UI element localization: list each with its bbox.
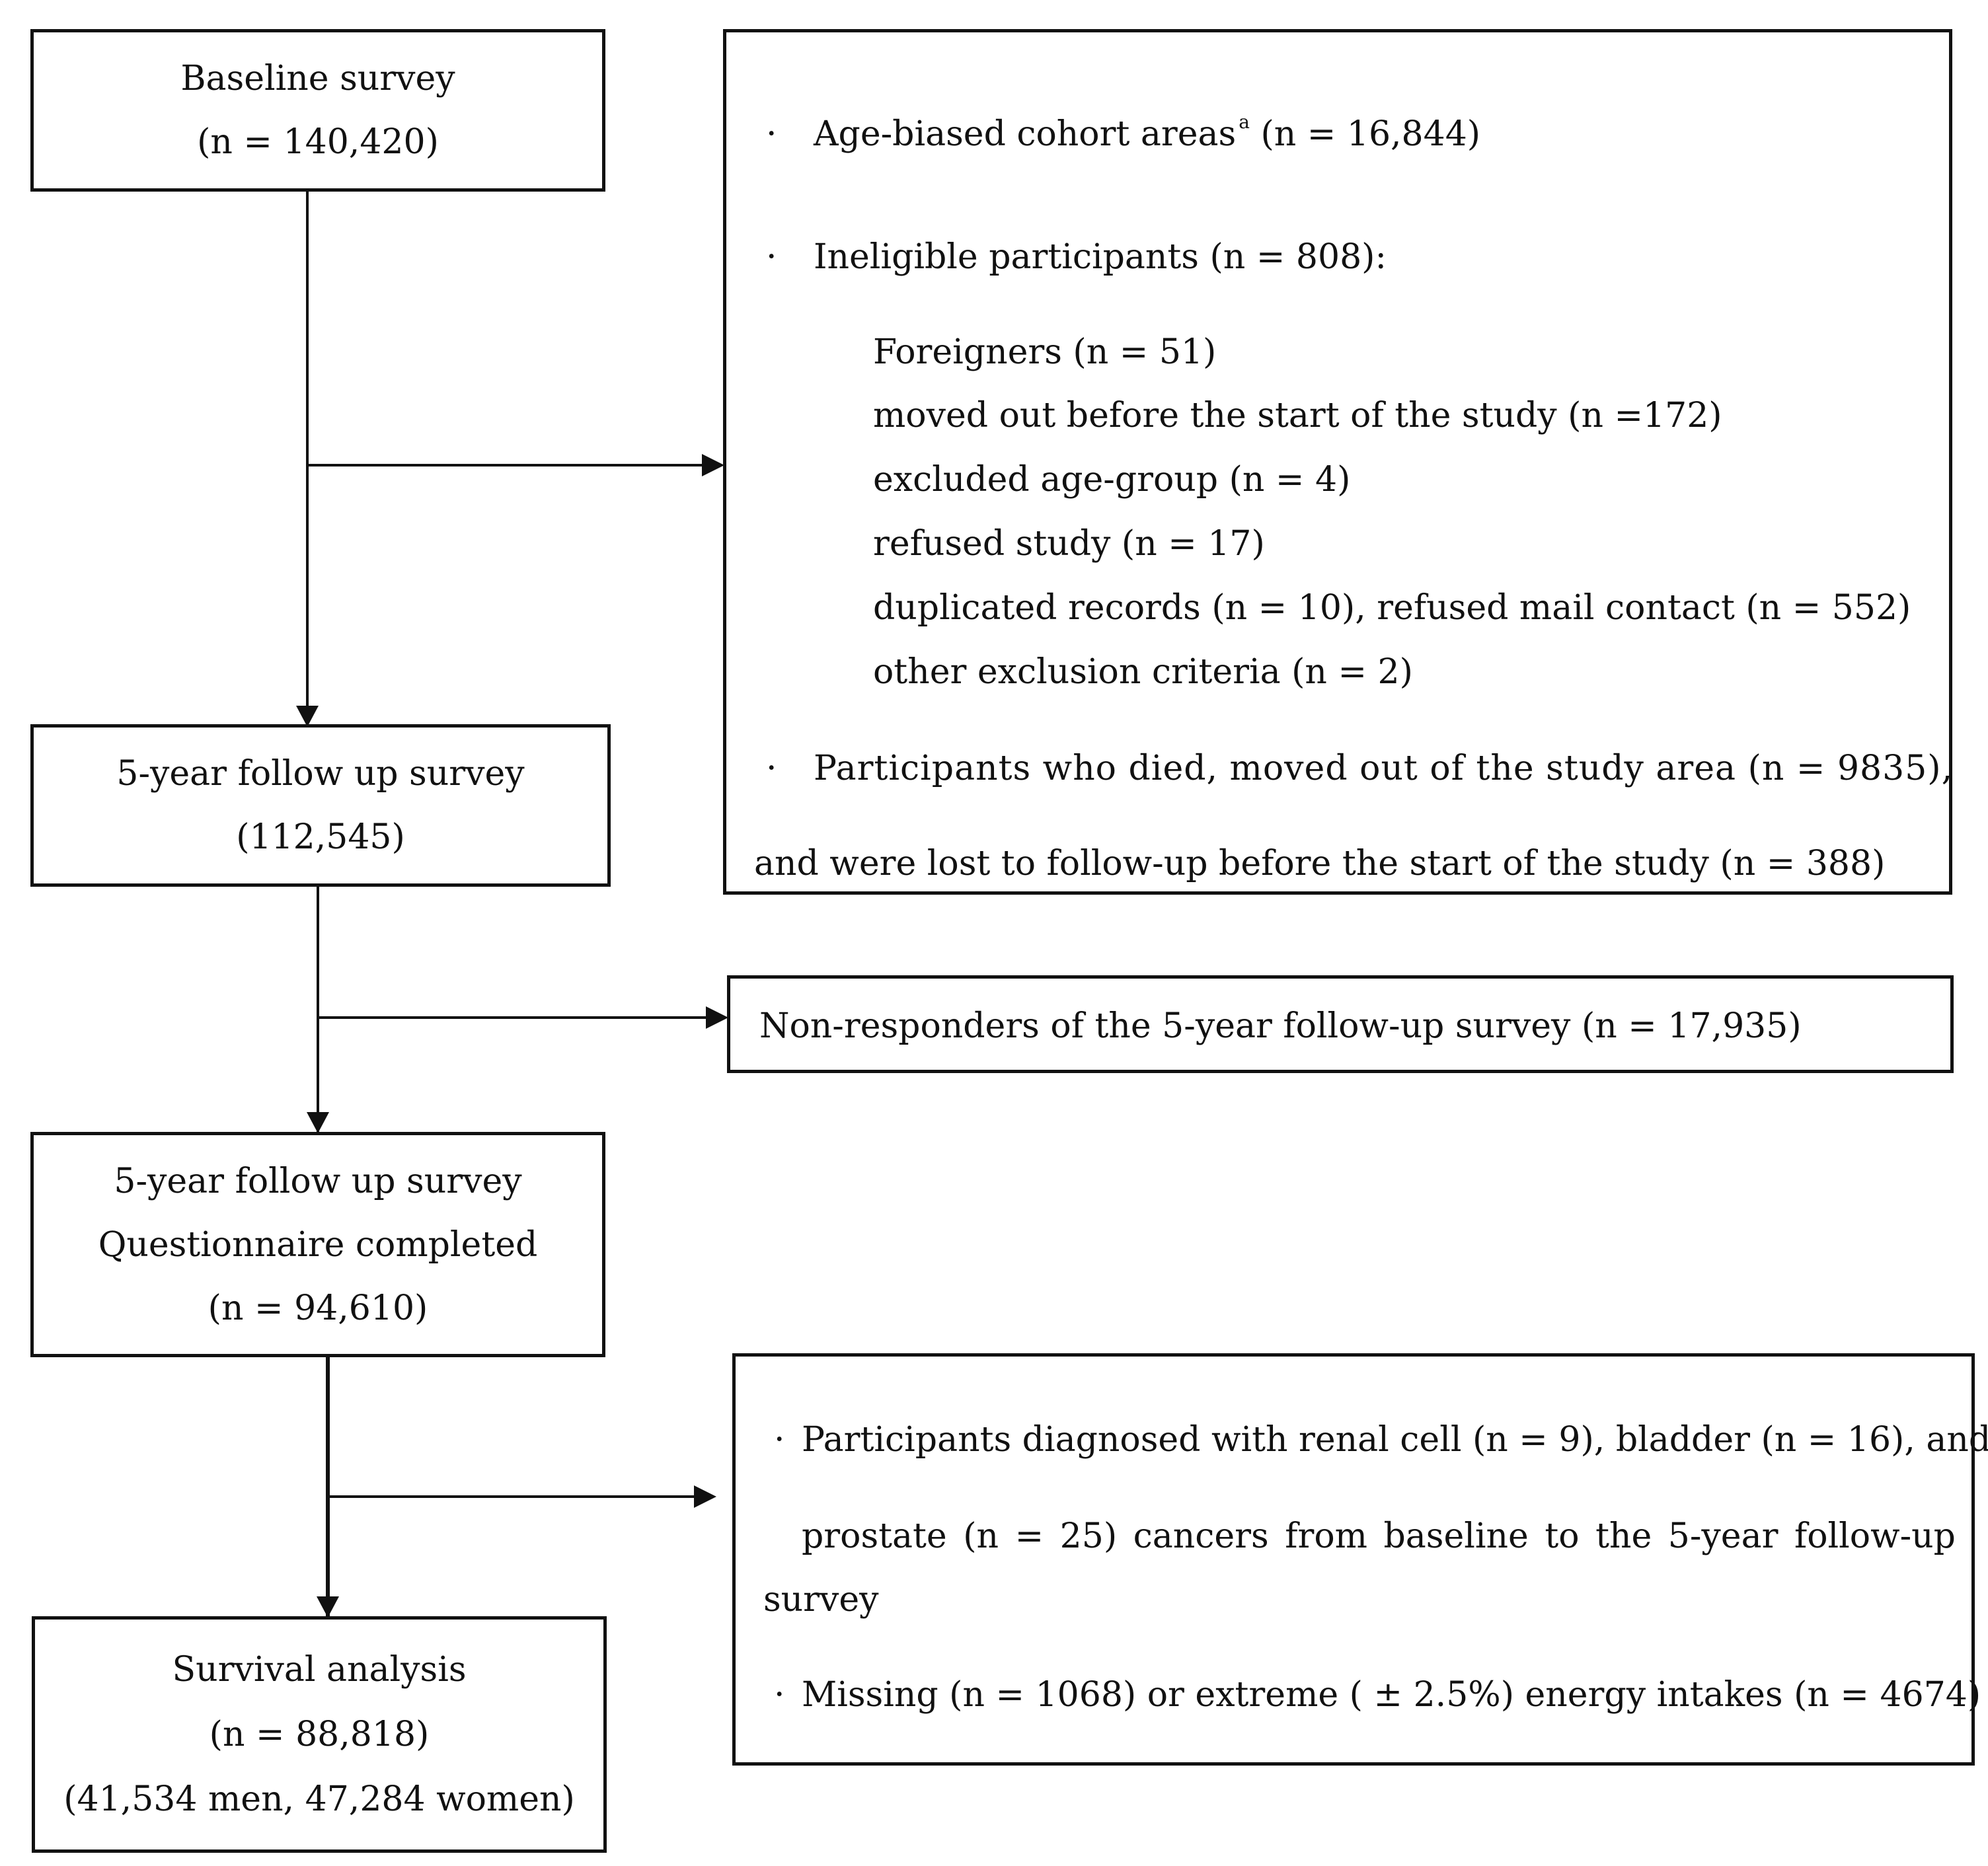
arrow-down-followup	[296, 706, 319, 727]
word: 25)	[1059, 1516, 1118, 1556]
followup-count: (112,545)	[236, 817, 405, 857]
word: baseline	[1383, 1516, 1529, 1556]
baseline-count: (n = 140,420)	[197, 122, 439, 162]
bullet-ineligible: ·	[766, 237, 777, 277]
died-line-2: and were lost to follow-up before the st…	[754, 844, 1886, 883]
sub-item-moved-out: moved out before the start of the study …	[873, 396, 1722, 435]
missing-energy-line: Missing (n = 1068) or extreme ( ± 2.5%) …	[802, 1675, 1981, 1715]
survival-breakdown: (41,534 men, 47,284 women)	[63, 1779, 575, 1819]
diagnosed-line-3: survey	[763, 1580, 879, 1620]
arrow-right-nonresponders	[706, 1006, 728, 1029]
exclusion-box-final: · Participants diagnosed with renal cell…	[732, 1353, 1988, 1766]
diagnosed-line-2: prostate (n = 25) cancers from baseline …	[802, 1519, 1956, 1553]
baseline-title: Baseline survey	[180, 59, 455, 98]
word: prostate	[802, 1516, 947, 1556]
nonresponders-text: Non-responders of the 5-year follow-up s…	[759, 1006, 1802, 1046]
arrow-down-survival	[317, 1596, 339, 1618]
sub-item-refused-study: refused study (n = 17)	[873, 524, 1265, 564]
bullet-age-biased: ·	[766, 114, 777, 154]
sub-item-excluded-age: excluded age-group (n = 4)	[873, 460, 1351, 500]
completed-subtitle: Questionnaire completed	[98, 1224, 538, 1265]
survival-count: (n = 88,818)	[209, 1715, 430, 1754]
nonresponders-box: Non-responders of the 5-year follow-up s…	[727, 975, 1954, 1073]
bullet-diagnosed: ·	[774, 1420, 785, 1460]
word: =	[1014, 1516, 1044, 1556]
sub-item-duplicated: duplicated records (n = 10), refused mai…	[873, 588, 1911, 628]
age-biased-footnote: a	[1239, 111, 1250, 133]
word: to	[1545, 1516, 1580, 1556]
completed-title: 5-year follow up survey	[114, 1161, 522, 1201]
arrow-down-completed	[307, 1112, 329, 1133]
died-line-1: Participants who died, moved out of the …	[814, 749, 1954, 788]
word: from	[1285, 1516, 1367, 1556]
bullet-died: ·	[766, 749, 777, 788]
age-biased-count: (n = 16,844)	[1260, 114, 1481, 154]
arrow-right-exclusion3	[694, 1485, 716, 1508]
completed-count: (n = 94,610)	[208, 1288, 428, 1328]
followup-title: 5-year follow up survey	[116, 754, 525, 794]
sub-item-foreigners: Foreigners (n = 51)	[873, 332, 1217, 372]
word: the	[1595, 1516, 1652, 1556]
word: follow-up	[1794, 1516, 1956, 1556]
age-biased-label: Age-biased cohort areas	[814, 114, 1237, 154]
survival-analysis-box: Survival analysis (n = 88,818) (41,534 m…	[32, 1616, 607, 1853]
bullet-missing: ·	[774, 1675, 785, 1715]
completed-survey-box: 5-year follow up survey Questionnaire co…	[30, 1132, 605, 1357]
followup-survey-box: 5-year follow up survey (112,545)	[30, 724, 611, 887]
word: cancers	[1133, 1516, 1269, 1556]
word: 5-year	[1667, 1516, 1778, 1556]
sub-item-other: other exclusion criteria (n = 2)	[873, 652, 1413, 692]
word: (n	[963, 1516, 999, 1556]
ineligible-header: Ineligible participants (n = 808):	[814, 237, 1387, 277]
survival-title: Survival analysis	[172, 1650, 467, 1690]
diagnosed-line-1: Participants diagnosed with renal cell (…	[802, 1420, 1988, 1460]
arrow-right-exclusion1	[702, 454, 724, 476]
baseline-survey-box: Baseline survey (n = 140,420)	[30, 29, 605, 192]
